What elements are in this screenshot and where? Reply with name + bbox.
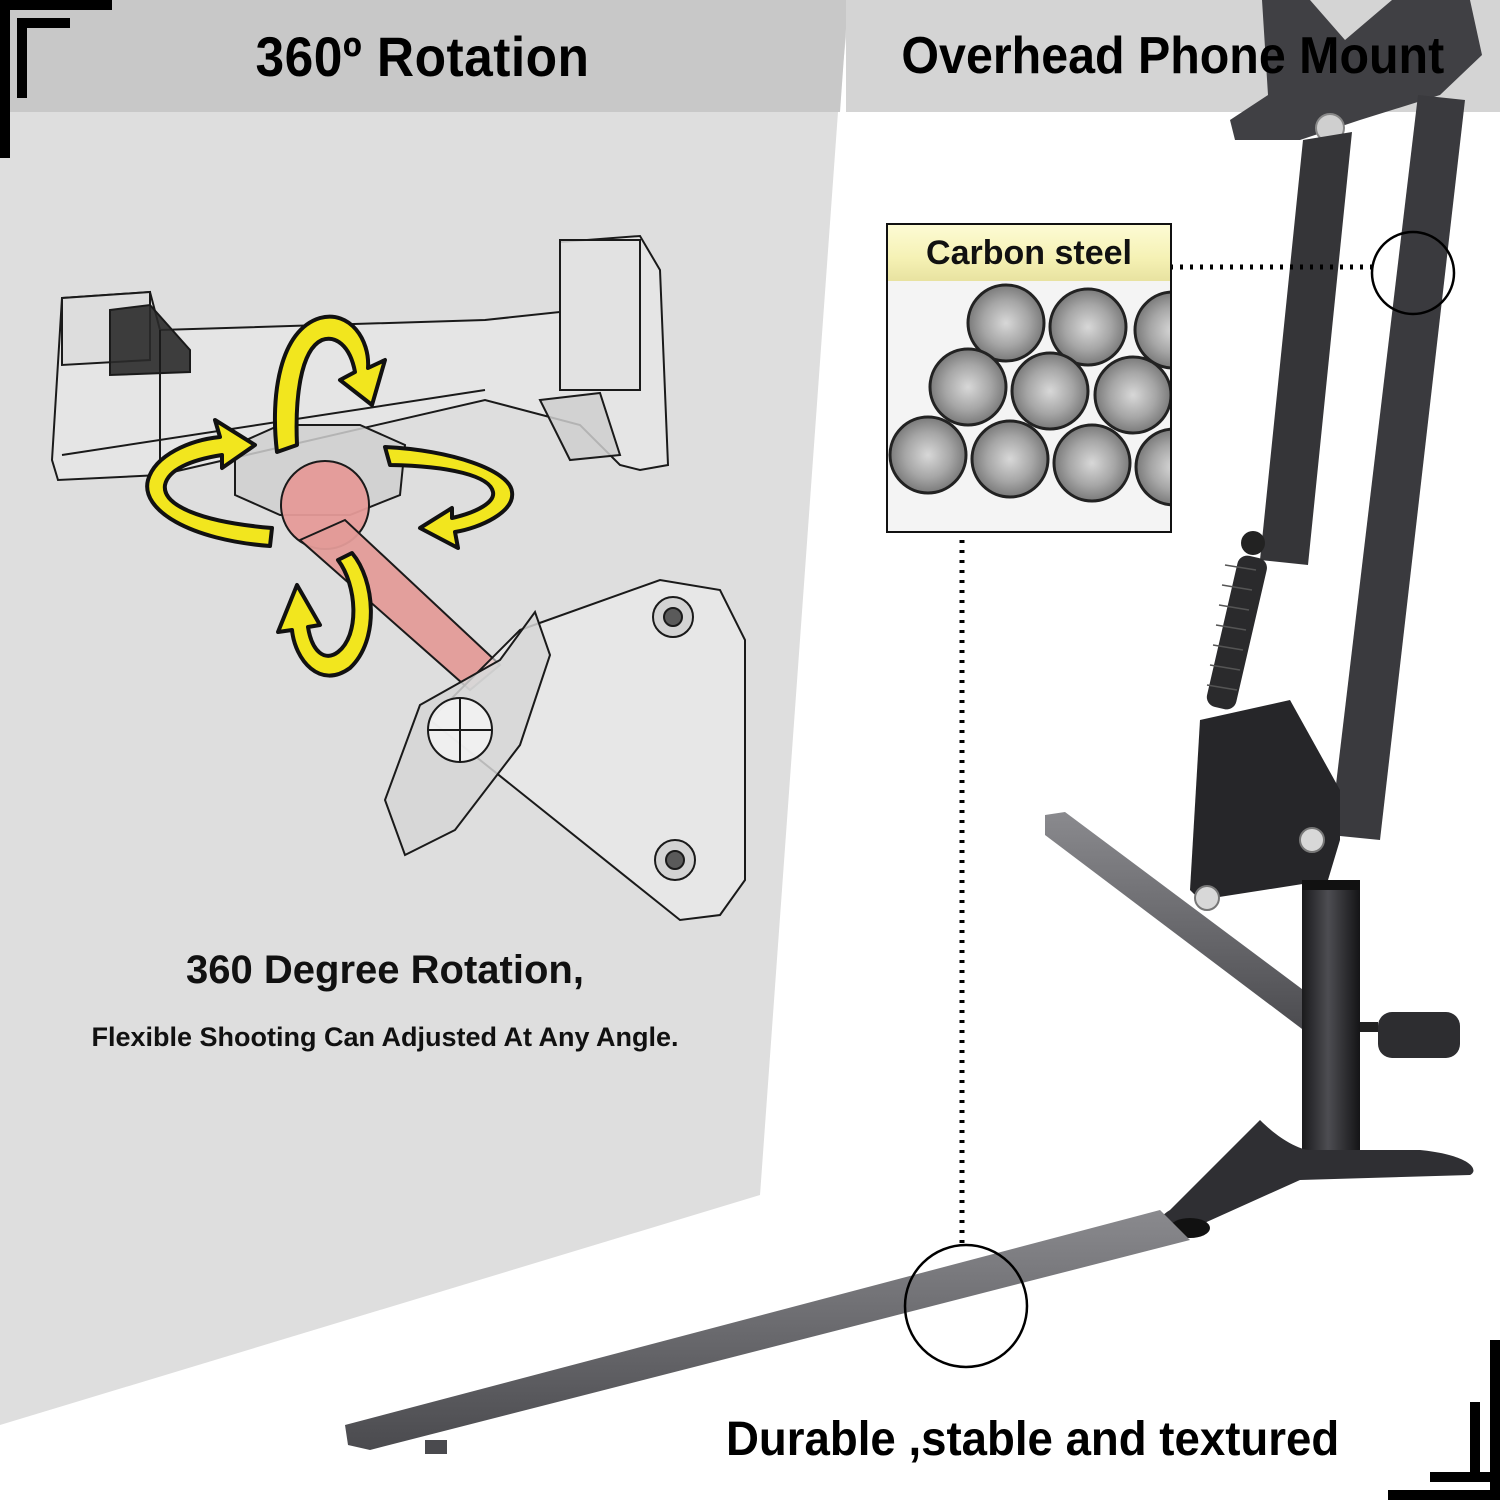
header-left-title: 360º Rotation xyxy=(255,24,590,88)
corner-bracket-top-left-outer-h xyxy=(0,0,112,10)
bottom-caption: Durable ,stable and textured xyxy=(726,1413,1340,1466)
corner-bracket-top-left-outer-v xyxy=(0,0,10,158)
rotation-arrows xyxy=(145,314,515,678)
horizontal-rotation-arrow-right xyxy=(383,445,515,550)
corner-bracket-bottom-right-outer-v xyxy=(1490,1340,1500,1500)
callouts xyxy=(903,230,1456,1369)
corner-bracket-bottom-right-inner-v xyxy=(1470,1402,1480,1482)
vertical-rotation-arrow-top xyxy=(273,314,387,454)
rotation-caption-title: 360 Degree Rotation, xyxy=(186,948,584,992)
material-callout: Carbon steel xyxy=(886,223,1172,533)
rotation-caption-subtitle: Flexible Shooting Can Adjusted At Any An… xyxy=(91,1022,679,1052)
material-label: Carbon steel xyxy=(888,225,1170,281)
callout-circle-arm xyxy=(1370,230,1456,316)
corner-bracket-top-left-inner-v xyxy=(17,18,27,98)
corner-bracket-bottom-right-outer-h xyxy=(1388,1490,1500,1500)
stand-illustration xyxy=(345,0,1482,1454)
header-band-left xyxy=(10,0,848,112)
horizontal-rotation-arrow-left xyxy=(145,418,274,548)
vertical-rotation-arrow-bottom xyxy=(276,551,373,678)
corner-bracket-top-left-inner-h xyxy=(17,18,70,28)
corner-bracket-bottom-right-inner-h xyxy=(1430,1472,1490,1482)
callout-circle-foot xyxy=(903,1243,1029,1369)
header-right-title: Overhead Phone Mount xyxy=(901,27,1444,85)
header-right: Overhead Phone Mount xyxy=(845,0,1500,112)
header-left: 360º Rotation xyxy=(0,0,845,112)
